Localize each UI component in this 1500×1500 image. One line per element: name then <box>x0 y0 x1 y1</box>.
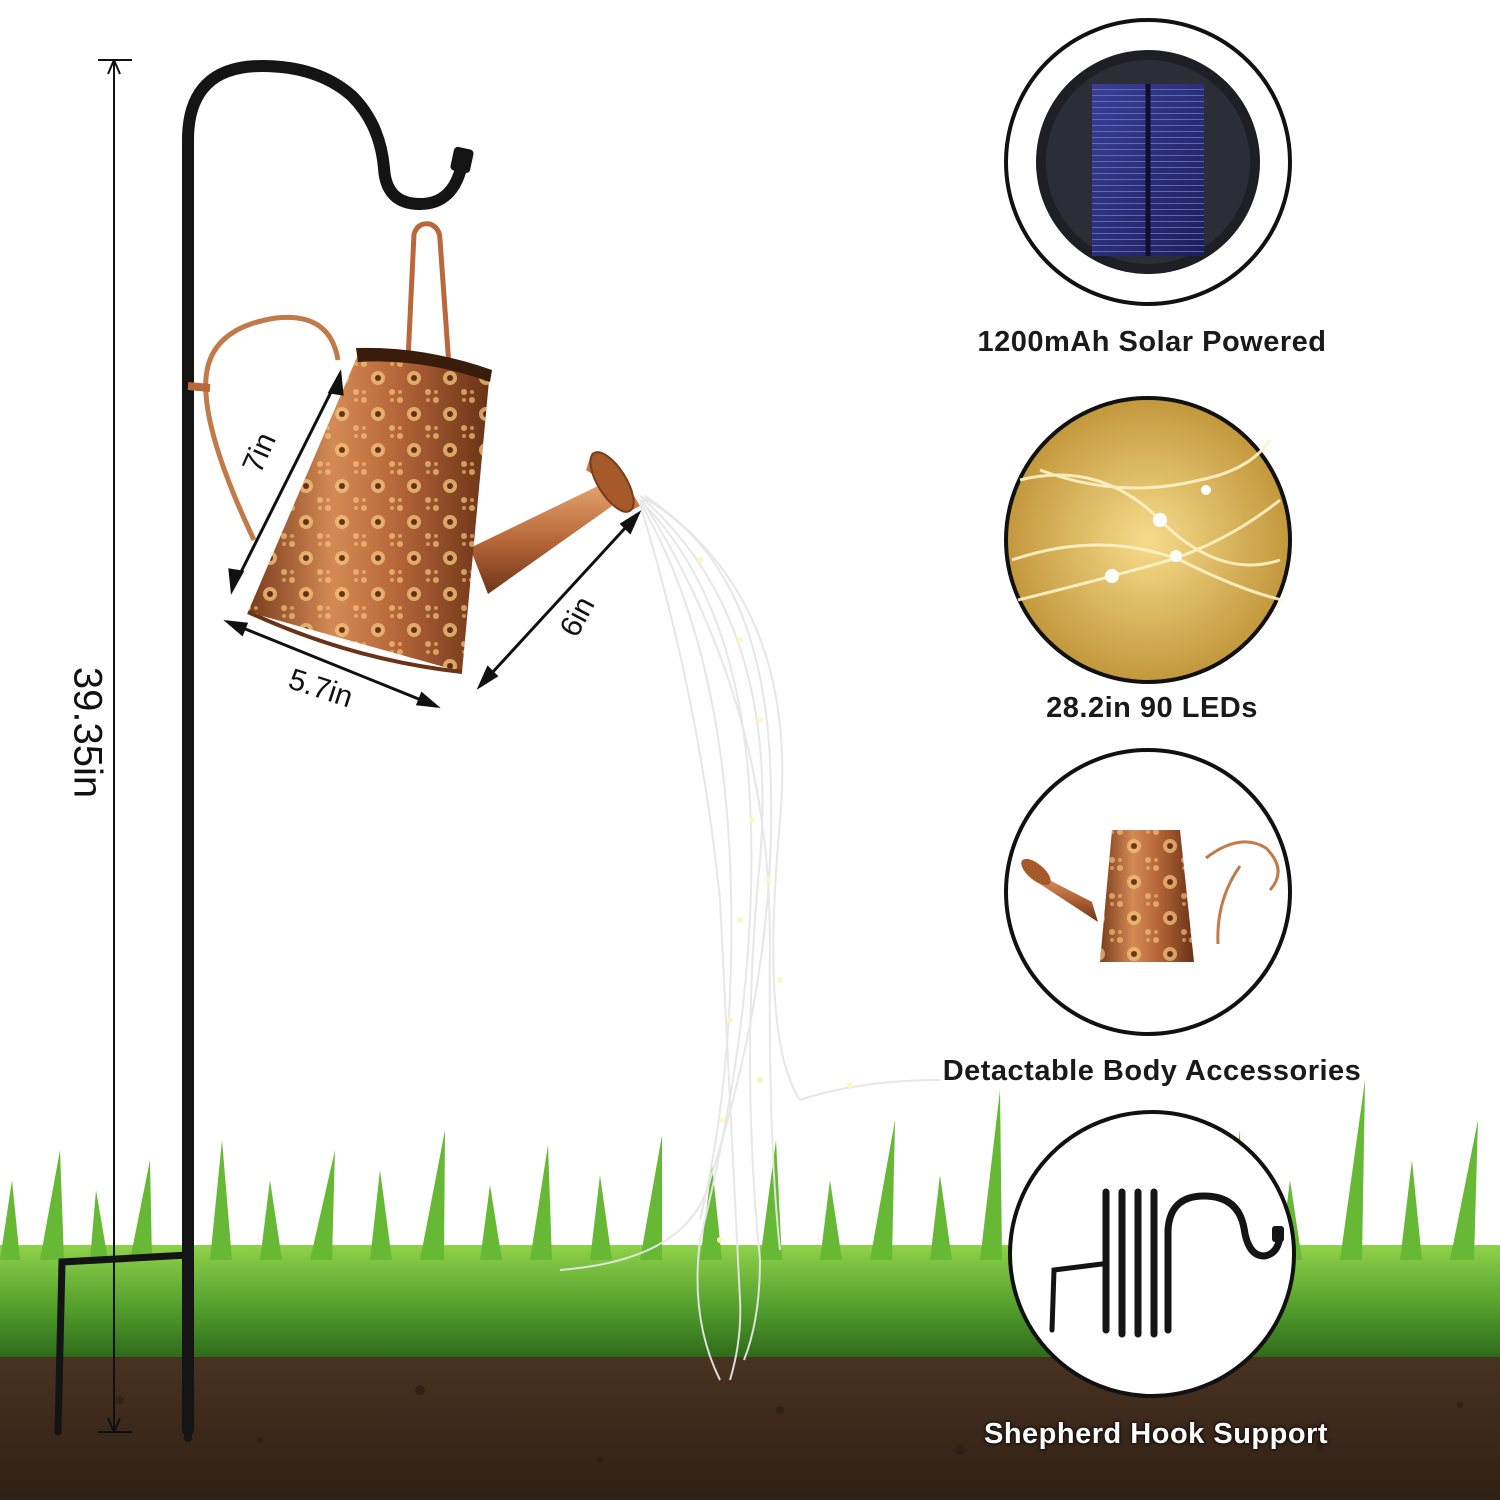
led-string-icon <box>1004 396 1292 684</box>
shepherd-hook-icon <box>1008 1110 1296 1398</box>
feature-label-hook: Shepherd Hook Support <box>984 1418 1328 1450</box>
feature-label-solar: 1200mAh Solar Powered <box>977 326 1327 358</box>
height-dimension-line <box>98 59 132 1433</box>
solar-panel-icon <box>1004 18 1292 306</box>
height-dimension-label: 39.35in <box>65 666 110 799</box>
led-dots <box>697 557 853 1243</box>
led-strands <box>559 495 941 1381</box>
soil <box>0 1348 1500 1500</box>
feature-label-leds: 28.2in 90 LEDs <box>1046 692 1258 724</box>
watering-can <box>187 221 640 674</box>
feature-label-accessories: Detactable Body Accessories <box>942 1055 1362 1087</box>
watering-can-icon <box>1004 748 1292 1036</box>
shepherd-hook <box>54 59 474 1442</box>
can-dimension-arrows <box>223 369 642 709</box>
